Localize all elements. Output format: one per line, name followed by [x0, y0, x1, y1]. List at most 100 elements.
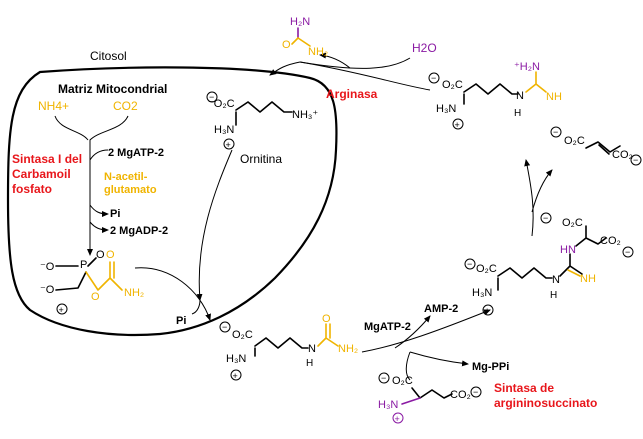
- sintasa-cp-line3: fosfato: [12, 182, 52, 196]
- svg-text:NH₃⁺: NH₃⁺: [292, 109, 318, 121]
- mitochondrial-membrane: [6, 66, 338, 337]
- nag-line2: glutamato: [104, 184, 157, 196]
- pi-out-arrow: [89, 204, 109, 217]
- h2o-label: H2O: [412, 41, 437, 55]
- svg-text:H₃N: H₃N: [214, 124, 234, 136]
- urea: H₂N O NH₂: [282, 16, 328, 58]
- fumarate-arrow: [531, 169, 553, 213]
- svg-text:O₂C: O₂C: [564, 135, 585, 147]
- arginine: − O₂C N H ⁺H₂N NH H₃N +: [428, 61, 562, 130]
- svg-text:H₃N: H₃N: [472, 287, 492, 299]
- mgadp2-label: 2 MgADP-2: [110, 225, 168, 237]
- fumarate: − O₂C CO₂ −: [550, 126, 642, 166]
- arginasa-label: Arginasa: [326, 87, 378, 101]
- matriz-label: Matriz Mitocondrial: [58, 82, 167, 96]
- svg-text:H₃N: H₃N: [436, 103, 456, 115]
- svg-text:O: O: [91, 291, 100, 303]
- svg-text:⁻O: ⁻O: [40, 261, 55, 273]
- svg-text:NH: NH: [580, 273, 596, 285]
- carbamoyl-arrow: [134, 267, 211, 321]
- svg-text:−: −: [381, 373, 386, 383]
- svg-text:O: O: [96, 249, 105, 261]
- svg-text:+: +: [59, 305, 64, 315]
- svg-text:⁺H₂N: ⁺H₂N: [514, 61, 540, 73]
- svg-text:−: −: [625, 247, 630, 257]
- svg-text:O₂C: O₂C: [476, 263, 497, 275]
- svg-text:O: O: [282, 39, 291, 51]
- mgatp2-label: 2 MgATP-2: [108, 147, 164, 159]
- svg-text:O: O: [106, 249, 115, 261]
- mgatp-in-arrow: [89, 149, 109, 161]
- aspartate-in-arrow: [405, 351, 411, 381]
- ornithine-transport-arrow: [196, 149, 233, 301]
- amp-out-arrow: [394, 315, 431, 349]
- svg-text:−: −: [222, 322, 227, 332]
- pi2-arrow: [191, 299, 201, 315]
- svg-text:O₂C: O₂C: [392, 375, 413, 387]
- sintasa-as-line2: argininosuccinato: [494, 396, 597, 410]
- urea-out-arrow: [319, 52, 351, 69]
- svg-text:+: +: [455, 120, 460, 130]
- pi1-label: Pi: [110, 208, 120, 220]
- citosol-label: Citosol: [90, 49, 127, 63]
- svg-text:+: +: [395, 414, 400, 424]
- mgadp-out-arrow: [89, 221, 109, 233]
- svg-text:−: −: [473, 387, 478, 397]
- nh4-label: NH4+: [38, 99, 69, 113]
- mgppi-out-arrow: [409, 351, 469, 367]
- amp-label: AMP-2: [424, 303, 458, 315]
- svg-text:CO₂: CO₂: [450, 389, 471, 401]
- ornitina-label: Ornitina: [240, 152, 282, 166]
- svg-text:H₃N: H₃N: [226, 353, 246, 365]
- argininosuccinate: − O₂C N H HN NH O₂C − CO₂ − H₃N +: [464, 212, 634, 316]
- svg-text:−: −: [209, 92, 214, 102]
- co2-label: CO2: [113, 99, 138, 113]
- svg-text:H: H: [514, 108, 521, 119]
- pi2-label: Pi: [176, 315, 186, 327]
- mgatp-label: MgATP-2: [364, 321, 411, 333]
- svg-text:H₃N: H₃N: [378, 399, 398, 411]
- svg-text:NH₂: NH₂: [124, 287, 144, 299]
- cps-arrow: [54, 115, 129, 255]
- svg-text:NH₂: NH₂: [338, 343, 358, 355]
- svg-text:H: H: [306, 358, 313, 369]
- sintasa-cp-line2: Carbamoil: [12, 167, 71, 181]
- svg-text:+: +: [485, 306, 490, 316]
- svg-text:P: P: [80, 259, 87, 271]
- svg-text:NH₂: NH₂: [308, 46, 328, 58]
- svg-text:−: −: [553, 127, 558, 137]
- svg-text:NH: NH: [546, 91, 562, 103]
- sintasa-as-line1: Sintasa de: [494, 381, 554, 395]
- svg-text:N: N: [552, 274, 560, 286]
- svg-text:O₂C: O₂C: [442, 79, 463, 91]
- svg-text:H₂N: H₂N: [290, 16, 310, 28]
- svg-text:CO₂: CO₂: [612, 149, 633, 161]
- svg-text:H: H: [550, 290, 557, 301]
- svg-text:O: O: [322, 313, 331, 325]
- citrulline: − O₂C N H O NH₂ H₃N +: [219, 313, 358, 381]
- sintasa-cp-line1: Sintasa I del: [12, 152, 82, 166]
- svg-text:−: −: [543, 213, 548, 223]
- ornithine-mito: ⁻O₂C NH₃⁺ H₃N + −: [206, 91, 318, 150]
- svg-text:+: +: [226, 140, 231, 150]
- svg-text:N: N: [516, 90, 524, 102]
- arginase-arrow: [299, 61, 431, 91]
- svg-text:−: −: [431, 73, 436, 83]
- carbamoyl-phosphate: ⁻O P ⁻O O + O O NH₂: [40, 249, 144, 315]
- svg-text:−: −: [633, 155, 638, 165]
- svg-text:O₂C: O₂C: [562, 217, 583, 229]
- svg-text:+: +: [233, 371, 238, 381]
- nag-line1: N-acetil-: [104, 171, 148, 183]
- ornithine-return-arrow: [269, 61, 301, 76]
- svg-text:HN: HN: [560, 244, 576, 256]
- mgppi-label: Mg-PPi: [472, 361, 509, 373]
- svg-text:CO₂: CO₂: [600, 235, 621, 247]
- as-synthase-arrow: [361, 309, 491, 353]
- svg-text:O₂C: O₂C: [232, 329, 253, 341]
- svg-text:N: N: [308, 343, 316, 355]
- h2o-in-arrow: [299, 57, 411, 69]
- svg-text:−: −: [467, 259, 472, 269]
- svg-text:⁻O: ⁻O: [40, 284, 55, 296]
- lyase-arrow: [524, 159, 534, 237]
